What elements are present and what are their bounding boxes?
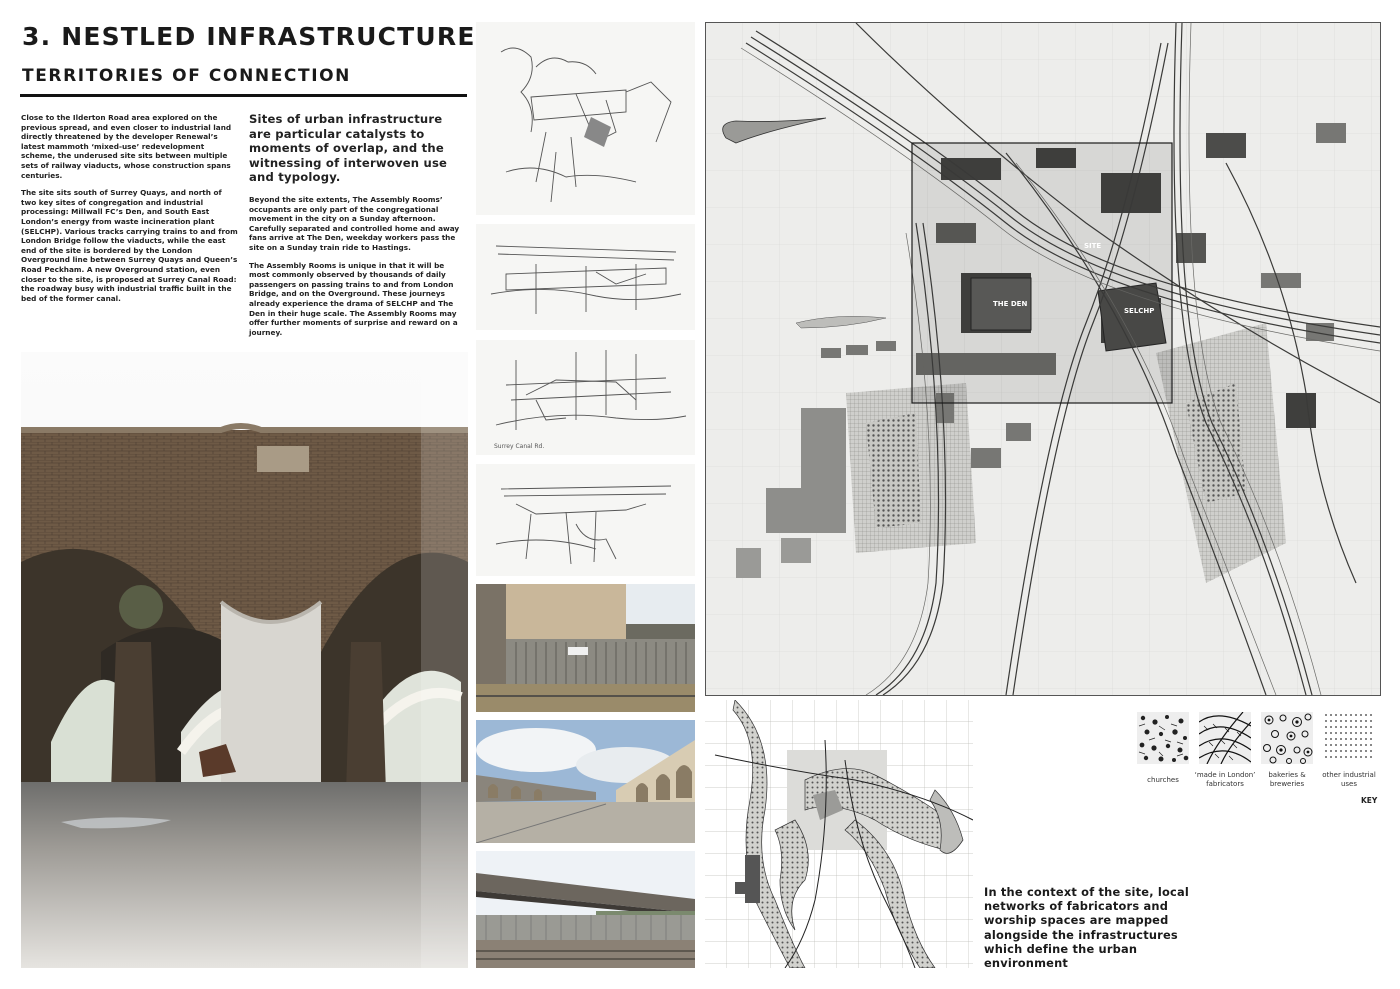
bakeries-pattern-icon bbox=[1261, 712, 1313, 764]
column2-paragraph-2: The Assembly Rooms is unique in that it … bbox=[249, 260, 458, 337]
sketch-1 bbox=[476, 22, 695, 215]
key-label-bakeries: bakeries & breweries bbox=[1268, 771, 1306, 788]
viaduct-arches-photo bbox=[21, 352, 468, 968]
viaduct-perspective-photo bbox=[476, 720, 695, 843]
title-rule bbox=[20, 94, 467, 97]
column2-paragraph-1: Beyond the site extents, The Assembly Ro… bbox=[249, 194, 460, 252]
sketch-caption: Surrey Canal Rd. bbox=[494, 443, 544, 450]
map-label-selchp: SELCHP bbox=[1124, 307, 1154, 315]
intro-column-2: Sites of urban infrastructure are partic… bbox=[249, 112, 467, 345]
lead-statement: Sites of urban infrastructure are partic… bbox=[249, 112, 448, 185]
network-caption: In the context of the site, local networ… bbox=[984, 885, 1189, 971]
page-subtitle: TERRITORIES OF CONNECTION bbox=[22, 66, 352, 86]
map-label-site: SITE bbox=[1084, 242, 1101, 250]
intro-column-1: Close to the Ilderton Road area explored… bbox=[21, 113, 239, 311]
churches-pattern-icon bbox=[1137, 712, 1189, 764]
bridge-railway-photo bbox=[476, 851, 695, 968]
key-title: KEY bbox=[1361, 796, 1378, 805]
fabricators-pattern-icon bbox=[1199, 712, 1251, 764]
map-label-den: THE DEN bbox=[993, 300, 1027, 308]
site-context-map: SITE THE DEN SELCHP bbox=[705, 22, 1381, 696]
network-map bbox=[705, 700, 973, 968]
key-label-fabricators: ‘made in London’ fabricators bbox=[1194, 771, 1256, 788]
page-title: 3. NESTLED INFRASTRUCTURES bbox=[22, 22, 495, 51]
intro-paragraph-2: The site sits south of Surrey Quays, and… bbox=[21, 188, 238, 303]
key-label-churches: churches bbox=[1147, 776, 1179, 784]
site-fence-photo bbox=[476, 584, 695, 712]
sketch-3: Surrey Canal Rd. bbox=[476, 340, 695, 455]
sketch-2 bbox=[476, 224, 695, 330]
key-label-industrial: other industrial uses bbox=[1322, 771, 1376, 788]
industrial-pattern-icon bbox=[1323, 712, 1375, 764]
map-key: churches ‘made in London’ fabricators ba… bbox=[1137, 712, 1377, 812]
intro-paragraph-1: Close to the Ilderton Road area explored… bbox=[21, 113, 232, 180]
sketch-4 bbox=[476, 464, 695, 576]
